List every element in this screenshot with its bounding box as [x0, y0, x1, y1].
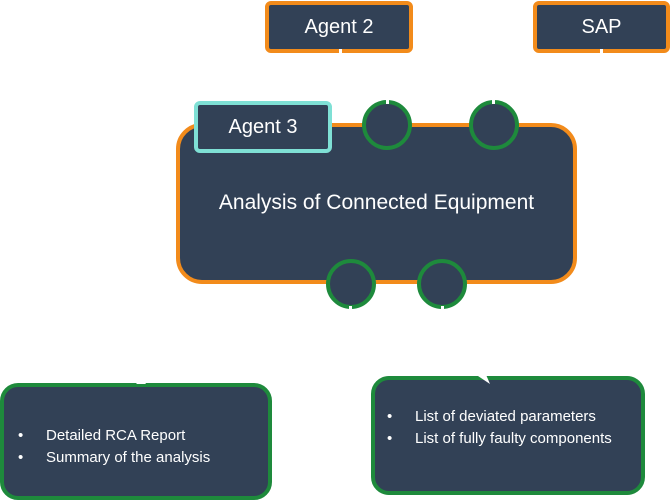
analysis-label: Analysis of Connected Equipment [218, 191, 535, 214]
arrowhead-icon [136, 378, 146, 384]
arrowhead-icon [478, 370, 490, 384]
connector-mark [441, 306, 444, 312]
list-item: List of fully faulty components [387, 428, 637, 450]
agent2-node: Agent 2 [265, 1, 413, 53]
agent3-label: Agent 3 [228, 115, 298, 138]
connector-mark [339, 49, 342, 55]
agent3-node: Agent 3 [194, 101, 332, 153]
output-list-right: List of deviated parameters List of full… [387, 406, 637, 450]
output-box-left: Detailed RCA Report Summary of the analy… [0, 383, 272, 500]
list-item: List of deviated parameters [387, 406, 637, 428]
list-item: Summary of the analysis [18, 447, 258, 469]
connector-mark [349, 306, 352, 312]
connector-mark [492, 98, 495, 104]
output-box-right: List of deviated parameters List of full… [371, 376, 645, 495]
agent2-label: Agent 2 [304, 15, 374, 38]
sap-label: SAP [581, 15, 622, 38]
connector-mark [386, 98, 389, 104]
connector-mark [600, 49, 603, 55]
output-list-left: Detailed RCA Report Summary of the analy… [18, 425, 258, 469]
input-port-2 [469, 100, 519, 150]
list-item: Detailed RCA Report [18, 425, 258, 447]
